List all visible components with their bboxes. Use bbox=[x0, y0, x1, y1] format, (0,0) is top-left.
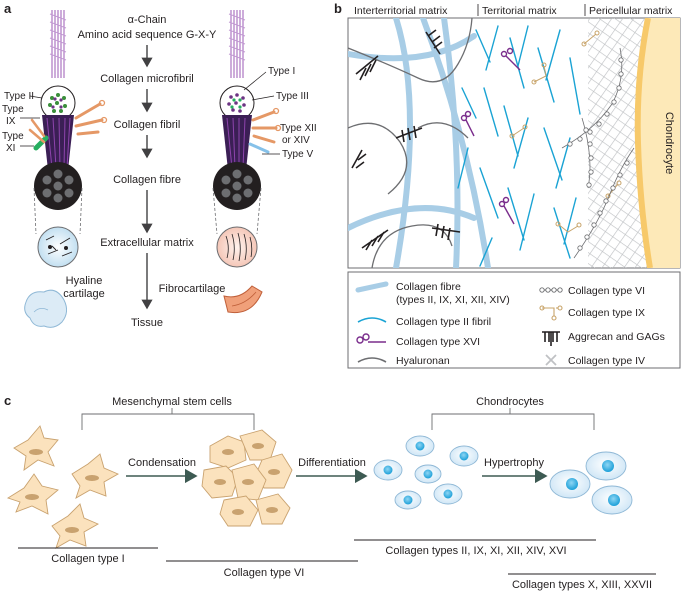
matrix-diagram: Chondrocyte bbox=[348, 18, 680, 268]
legend-type4: Collagen type IV bbox=[568, 355, 645, 367]
left-collagen-hierarchy bbox=[24, 10, 108, 328]
legend-type6-swatch bbox=[539, 287, 563, 293]
chondrocytes-label: Chondrocytes bbox=[476, 396, 544, 408]
left-type-label-5: XI bbox=[6, 143, 15, 154]
collagen-type-ix bbox=[509, 30, 622, 233]
msc-label: Mesenchymal stem cells bbox=[112, 396, 232, 408]
chondrocyte-label: Chondrocyte bbox=[663, 112, 675, 174]
right-type-label-2: Type III bbox=[276, 91, 309, 102]
left-fibril-icon bbox=[42, 115, 74, 170]
right-fibril-icon bbox=[222, 115, 252, 170]
msc-bracket bbox=[81, 413, 255, 430]
panel-c: c Mesenchymal stem cells Chondrocytes Co… bbox=[4, 393, 656, 591]
legend-aggrecan: Aggrecan and GAGs bbox=[568, 331, 665, 343]
chondrocyte-cell bbox=[637, 18, 680, 268]
legend-type16: Collagen type XVI bbox=[396, 336, 480, 348]
legend-type6: Collagen type VI bbox=[568, 285, 645, 297]
legend-fibre-1: Collagen fibre bbox=[396, 281, 461, 293]
hypertrophic-chondrocytes bbox=[549, 451, 633, 515]
tissue-label: Tissue bbox=[131, 317, 163, 329]
alpha-chain-label: α-Chain bbox=[128, 14, 167, 26]
panel-b-letter: b bbox=[334, 1, 342, 16]
legend-fibril-swatch bbox=[357, 317, 387, 323]
condensed-cells bbox=[201, 429, 293, 527]
msc-cells bbox=[6, 425, 120, 549]
microfibril-label: Collagen microfibril bbox=[100, 73, 194, 85]
panel-b: b Interterritorial matrix Territorial ma… bbox=[334, 1, 681, 369]
right-helix-icon bbox=[228, 10, 246, 78]
panel-a-letter: a bbox=[4, 1, 12, 16]
legend-items: Collagen fibre (types II, IX, XI, XII, X… bbox=[355, 281, 665, 367]
aggrecan-gags bbox=[351, 29, 461, 251]
hyaline-label-1: Hyaline bbox=[66, 275, 103, 287]
legend-fibre-2: (types II, IX, XI, XII, XIV) bbox=[396, 294, 510, 306]
legend-type16-swatch bbox=[356, 333, 386, 344]
hypertrophy-label: Hypertrophy bbox=[484, 457, 544, 469]
legend-type9-swatch bbox=[539, 305, 563, 321]
right-type-label-3: Type XII bbox=[280, 123, 317, 134]
collagen-type-vi bbox=[561, 47, 635, 259]
col-hyp-label: Collagen types X, XIII, XXVII bbox=[512, 579, 652, 591]
legend-fibre-swatch bbox=[355, 281, 389, 293]
left-helix-icon bbox=[49, 10, 67, 78]
legend-type4-swatch bbox=[545, 354, 557, 366]
zone-territorial: Territorial matrix bbox=[482, 5, 557, 17]
right-collagen-hierarchy bbox=[212, 10, 282, 314]
fibrocartilage-icon bbox=[223, 285, 263, 314]
panel-a: a α-Chain Amino acid sequence G-X-Y Coll… bbox=[2, 1, 317, 329]
differentiation-label: Differentiation bbox=[298, 457, 366, 469]
matrix-legend bbox=[347, 271, 681, 369]
zone-interterritorial: Interterritorial matrix bbox=[354, 5, 448, 17]
zone-pericellular: Pericellular matrix bbox=[589, 5, 673, 17]
left-type-label-4: Type bbox=[2, 131, 24, 142]
fibril-label: Collagen fibril bbox=[114, 119, 181, 131]
hyaline-label-2: cartilage bbox=[63, 288, 105, 300]
condensation-label: Condensation bbox=[128, 457, 196, 469]
col-main-label: Collagen types II, IX, XI, XII, XIV, XVI bbox=[385, 545, 566, 557]
panel-c-letter: c bbox=[4, 393, 11, 408]
legend-type2-fibril: Collagen type II fibril bbox=[396, 316, 491, 328]
left-type-label-1: Type II bbox=[4, 91, 34, 102]
ecm-label: Extracellular matrix bbox=[100, 237, 194, 249]
right-type-label-4: or XIV bbox=[282, 135, 310, 146]
col6-label: Collagen type VI bbox=[224, 567, 305, 579]
left-type-label-2: Type bbox=[2, 104, 24, 115]
legend-hyaluronan: Hyaluronan bbox=[396, 355, 450, 367]
hyaluronan-strands bbox=[348, 18, 473, 268]
right-type-label-5: Type V bbox=[282, 149, 313, 160]
hyaline-matrix-zoom bbox=[37, 226, 79, 268]
left-type-label-3: IX bbox=[6, 116, 16, 127]
chondrocyte-cells bbox=[373, 435, 479, 510]
col1-label: Collagen type I bbox=[51, 553, 124, 565]
fibre-label: Collagen fibre bbox=[113, 174, 181, 186]
collagen-type-xvi bbox=[460, 47, 521, 225]
legend-type9: Collagen type IX bbox=[568, 307, 645, 319]
legend-hyaluronan-swatch bbox=[357, 357, 387, 363]
right-type-label-1: Type I bbox=[268, 66, 295, 77]
legend-aggrecan-swatch bbox=[542, 331, 560, 346]
fibrocartilage-matrix-zoom bbox=[216, 226, 258, 268]
amino-acid-label: Amino acid sequence G-X-Y bbox=[78, 29, 217, 41]
fibrocartilage-label: Fibrocartilage bbox=[159, 283, 226, 295]
chondrocytes-bracket bbox=[431, 413, 595, 430]
collagen-type-ii-fibrils bbox=[457, 25, 581, 267]
